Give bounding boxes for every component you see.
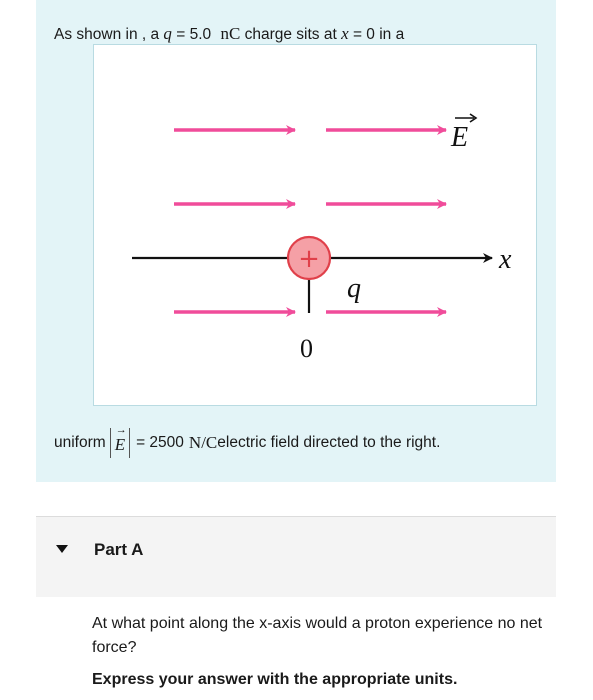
field-label: E [450,122,468,153]
origin-label: 0 [300,334,313,363]
field-magnitude: →E [109,424,131,458]
field-diagram: x 0 + q E [132,113,512,363]
point-charge [286,235,332,281]
field-unit: N/C [188,433,218,452]
charge-unit: nC [220,24,241,43]
charge-sign: + [298,244,320,274]
position-symbol: x [341,24,349,43]
part-a-instruction: Express your answer with the appropriate… [92,671,458,688]
part-a-question: At what point along the x-axis would a p… [92,615,543,656]
caret-down-icon[interactable] [56,545,68,553]
part-a-header[interactable]: Part A [36,517,556,597]
field-symbol: E [114,435,126,454]
x-axis-label: x [498,244,512,275]
problem-intro-text: As shown in , a q = 5.0 nC charge sits a… [54,24,404,44]
outro-prefix: uniform [54,434,106,451]
charge-value: = 5.0 [171,26,216,43]
vector-arrow-icon: → [115,424,127,436]
intro-prefix: As shown in , a [54,26,164,43]
intro-mid: charge sits at [240,26,342,43]
field-value: = 2500 [136,434,184,451]
problem-panel: As shown in , a q = 5.0 nC charge sits a… [36,0,556,482]
charge-symbol: q [163,24,172,43]
figure-frame: x 0 + q E [93,44,537,406]
position-value: = 0 in a [348,26,405,43]
field-label-vector-arrowhead [469,113,478,123]
charge-label: q [347,273,361,304]
outro-suffix: electric field directed to the right. [217,434,441,451]
section-divider [36,516,556,517]
part-a-title[interactable]: Part A [94,540,144,559]
problem-outro-text: uniform →E = 2500 N/C electric field dir… [54,424,441,458]
